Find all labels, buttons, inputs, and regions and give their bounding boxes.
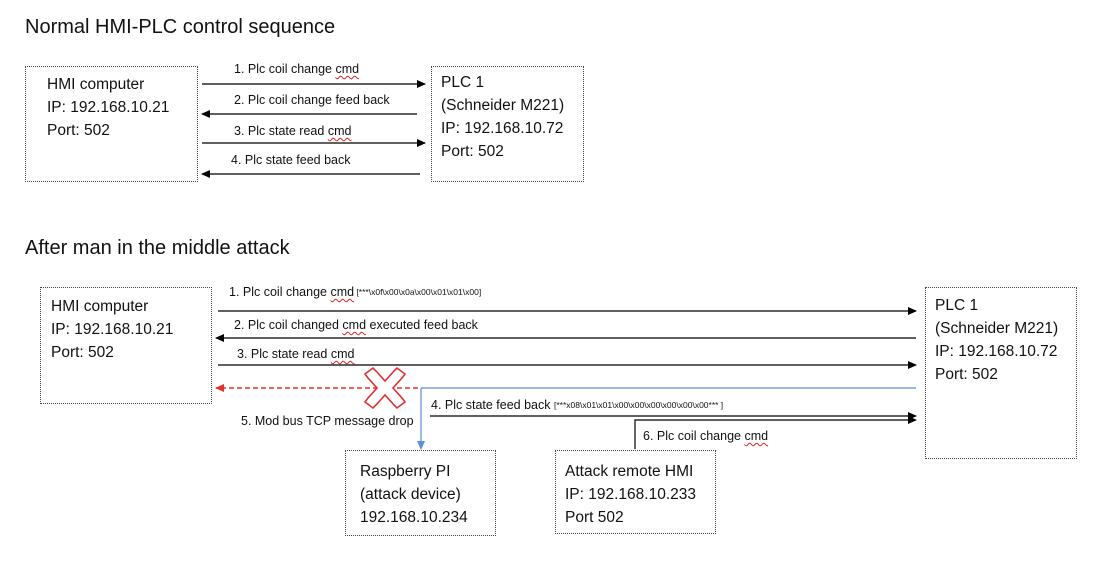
remote-hmi-ip: IP: 192.168.10.233 xyxy=(565,486,697,503)
remote-hmi-port: Port 502 xyxy=(565,509,624,526)
attack-hmi-port: Port: 502 xyxy=(51,344,114,361)
plc-port: Port: 502 xyxy=(441,143,504,160)
raspberry-name: Raspberry PI xyxy=(360,463,451,480)
normal-msg-3: 3. Plc state read cmd xyxy=(234,124,352,138)
attack-hmi-ip: IP: 192.168.10.21 xyxy=(51,321,174,338)
plc-model: (Schneider M221) xyxy=(441,97,565,114)
normal-section-title: Normal HMI-PLC control sequence xyxy=(25,16,336,38)
attack-hmi-name: HMI computer xyxy=(51,298,149,315)
raspberry-role: (attack device) xyxy=(360,486,461,503)
attack-section-title: After man in the middle attack xyxy=(25,237,290,259)
attack-plc-name: PLC 1 xyxy=(935,297,979,314)
attack-msg-2: 2. Plc coil changed cmd executed feed ba… xyxy=(234,318,478,332)
normal-plc-box: PLC 1 (Schneider M221) IP: 192.168.10.72… xyxy=(431,66,584,182)
attack-msg-3: 3. Plc state read cmd xyxy=(237,347,355,361)
normal-msg-1: 1. Plc coil change cmd xyxy=(234,62,360,76)
drop-x-icon xyxy=(363,366,407,410)
attack-plc-port: Port: 502 xyxy=(935,366,998,383)
raspberry-ip: 192.168.10.234 xyxy=(360,509,468,526)
attack-msg-1: 1. Plc coil change cmd [***\x0f\x00\x0a\… xyxy=(229,285,482,299)
remote-hmi-name: Attack remote HMI xyxy=(565,463,694,480)
attack-msg-6: 6. Plc coil change cmd xyxy=(643,429,769,443)
plc-ip: IP: 192.168.10.72 xyxy=(441,120,564,137)
raspberry-pi-box: Raspberry PI (attack device) 192.168.10.… xyxy=(345,450,496,536)
attack-plc-box: PLC 1 (Schneider M221) IP: 192.168.10.72… xyxy=(925,287,1077,459)
attack-hmi-box: HMI computer IP: 192.168.10.21 Port: 502 xyxy=(40,287,212,404)
hmi-port: Port: 502 xyxy=(47,122,110,139)
remote-hmi-to-plc-arrow xyxy=(634,416,917,449)
normal-msg-2: 2. Plc coil change feed back xyxy=(234,93,390,107)
normal-hmi-box: HMI computer IP: 192.168.10.21 Port: 502 xyxy=(25,66,198,182)
attack-msg-5: 5. Mod bus TCP message drop xyxy=(241,414,414,428)
attack-plc-model: (Schneider M221) xyxy=(935,320,1059,337)
remote-hmi-box: Attack remote HMI IP: 192.168.10.233 Por… xyxy=(555,450,716,534)
normal-msg-4: 4. Plc state feed back xyxy=(231,153,351,167)
hmi-name: HMI computer xyxy=(47,76,145,93)
plc-name: PLC 1 xyxy=(441,74,485,91)
attack-msg-4: 4. Plc state feed back [***x08\x01\x01\x… xyxy=(431,398,724,412)
hmi-ip: IP: 192.168.10.21 xyxy=(47,99,170,116)
attack-plc-ip: IP: 192.168.10.72 xyxy=(935,343,1058,360)
